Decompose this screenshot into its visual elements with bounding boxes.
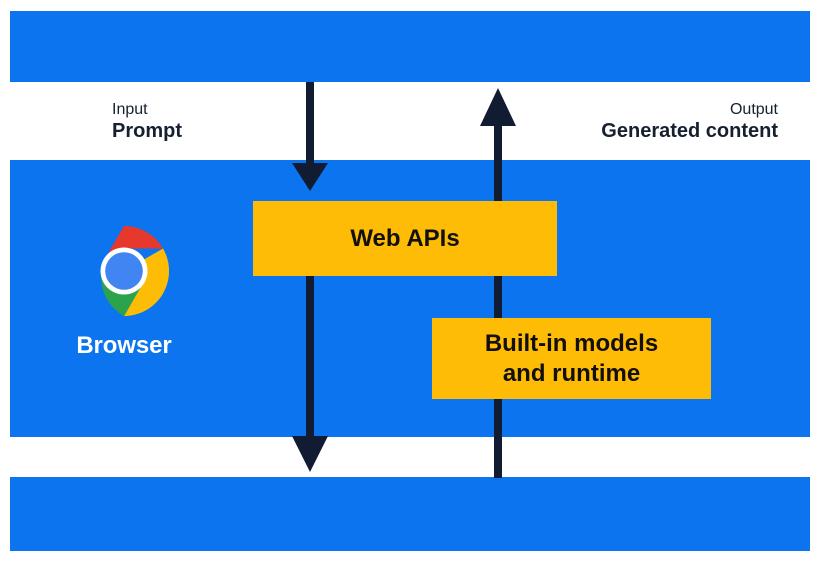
box-web-apis-label: Web APIs <box>350 224 460 252</box>
input-label: Input Prompt <box>112 101 182 143</box>
chrome-logo-icon <box>100 225 170 317</box>
box-builtin-models-line2: and runtime <box>502 359 641 387</box>
input-kind: Input <box>112 101 148 118</box>
browser-label: Browser <box>76 332 172 359</box>
box-builtin-models-line1: Built-in models <box>484 330 659 358</box>
browser-block: Browser <box>48 224 200 360</box>
output-value: Generated content <box>601 119 778 142</box>
output-kind: Output <box>729 101 778 118</box>
box-web-apis: Web APIs <box>253 201 557 276</box>
input-value: Prompt <box>112 119 182 142</box>
box-builtin-models: Built-in models and runtime <box>432 318 711 399</box>
box-builtin-models-label: Built-in models and runtime <box>485 329 658 388</box>
layer-local-hardware <box>10 477 810 551</box>
output-label: Output Generated content <box>601 101 778 143</box>
layer-web-application <box>10 11 810 82</box>
